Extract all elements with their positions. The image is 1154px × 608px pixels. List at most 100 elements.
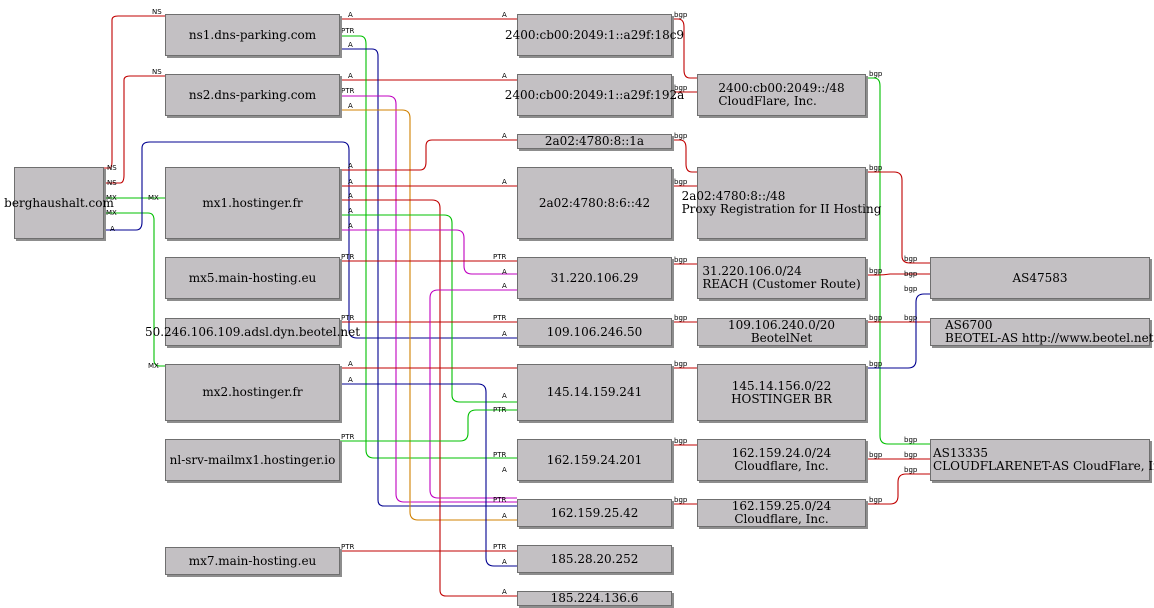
- edge-label-bgp: bgp: [904, 270, 918, 278]
- edge-mx1-a-ip6c: [340, 139, 517, 171]
- prefix-label: 109.106.240.0/20: [727, 318, 836, 332]
- edge-label-a: A: [348, 11, 353, 19]
- edge-label-bgp: bgp: [904, 314, 918, 322]
- edge-hz6-as: [866, 171, 930, 264]
- prefix-label: 162.159.25.0/24: [731, 499, 832, 513]
- edge-label-a: A: [502, 588, 507, 596]
- edge-label-a: A: [348, 41, 353, 49]
- edge-label-bgp: bgp: [674, 84, 688, 92]
- edge-label-a: A: [502, 268, 507, 276]
- edge-domain-mx2: [104, 212, 165, 367]
- edge-label-mx: MX: [106, 209, 117, 217]
- prefix-owner: CloudFlare, Inc.: [718, 94, 817, 108]
- edge-label-bgp: bgp: [869, 360, 883, 368]
- node-ip3[interactable]: 145.14.159.241: [517, 364, 672, 421]
- node-adsl[interactable]: 50.246.106.109.adsl.dyn.beotel.net: [145, 318, 360, 346]
- node-ip6c[interactable]: 2a02:4780:8::1a: [517, 134, 672, 149]
- edge-ns1-navy: [340, 48, 517, 507]
- edge-label-bgp: bgp: [869, 496, 883, 504]
- edge-label-bgp: bgp: [674, 132, 688, 140]
- node-ip6d[interactable]: 2a02:4780:8:6::42: [517, 167, 672, 239]
- edge-reach-as: [866, 273, 930, 276]
- edge-label-ptr: PTR: [493, 253, 506, 261]
- node-ip7[interactable]: 185.224.136.6: [517, 591, 672, 606]
- edge-label-ptr: PTR: [341, 27, 354, 35]
- edge-label-bgp: bgp: [904, 466, 918, 474]
- edge-label-bgp: bgp: [869, 70, 883, 78]
- edge-label-ptr: PTR: [341, 87, 354, 95]
- node-mx1[interactable]: mx1.hostinger.fr: [165, 167, 340, 239]
- edge-label-mx: MX: [148, 194, 159, 202]
- node-nlsrv[interactable]: nl-srv-mailmx1.hostinger.io: [165, 439, 340, 481]
- edge-label-ns: NS: [152, 68, 162, 76]
- edge-nlsrv-ptr: [340, 409, 517, 442]
- edge-domain-ns1: [104, 15, 165, 169]
- edge-domain-ns2: [104, 75, 165, 184]
- edge-label-ns: NS: [107, 164, 117, 172]
- node-ip1[interactable]: 31.220.106.29: [517, 257, 672, 299]
- edge-cf25-as: [866, 473, 930, 505]
- node-ip2[interactable]: 109.106.246.50: [517, 318, 672, 346]
- edge-label-bgp: bgp: [674, 11, 688, 19]
- edge-label-ptr: PTR: [493, 406, 506, 414]
- edge-label-a: A: [502, 72, 507, 80]
- edge-label-ptr: PTR: [341, 253, 354, 261]
- prefix-label: 2400:cb00:2049::/48: [718, 81, 845, 95]
- prefix-owner: BeotelNet: [750, 331, 813, 345]
- edge-label-a: A: [348, 178, 353, 186]
- prefix-owner: HOSTINGER BR: [731, 391, 832, 406]
- node-mx2[interactable]: mx2.hostinger.fr: [165, 364, 340, 421]
- edge-label-bgp: bgp: [904, 451, 918, 459]
- edge-label-bgp: bgp: [674, 314, 688, 322]
- edge-ns2-magenta: [340, 95, 517, 503]
- edge-ip6c-bgp: [672, 139, 697, 173]
- node-ip4[interactable]: 162.159.24.201: [517, 439, 672, 481]
- node-ip6b[interactable]: 2400:cb00:2049:1::a29f:192a: [505, 74, 684, 116]
- node-ns2[interactable]: ns2.dns-parking.com: [165, 74, 340, 116]
- node-ip6[interactable]: 185.28.20.252: [517, 545, 672, 573]
- node-as47583[interactable]: AS47583: [930, 257, 1150, 299]
- prefix-owner: REACH (Customer Route): [702, 277, 861, 291]
- edge-label-ns: NS: [152, 8, 162, 16]
- edge-label-a: A: [502, 558, 507, 566]
- edge-label-mx: MX: [106, 194, 117, 202]
- edge-ns1-green: [340, 35, 517, 459]
- edge-label-mx: MX: [148, 362, 159, 370]
- edge-label-bgp: bgp: [674, 496, 688, 504]
- edge-label-a: A: [502, 466, 507, 474]
- edge-label-a: A: [348, 162, 353, 170]
- edge-label-a: A: [348, 376, 353, 384]
- edge-label-ptr: PTR: [493, 496, 506, 504]
- node-domain[interactable]: berghaushalt.com: [4, 167, 114, 239]
- edge-label-ptr: PTR: [341, 314, 354, 322]
- node-ns1[interactable]: ns1.dns-parking.com: [165, 14, 340, 56]
- edge-label-a: A: [502, 132, 507, 140]
- as-name: CLOUDFLARENET-AS CloudFlare, Inc.: [933, 459, 1154, 473]
- edge-label-bgp: bgp: [674, 256, 688, 264]
- edge-label-a: A: [502, 11, 507, 19]
- node-mx7[interactable]: mx7.main-hosting.eu: [165, 547, 340, 575]
- prefix-owner: Cloudflare, Inc.: [734, 459, 829, 473]
- edge-label-ptr: PTR: [493, 314, 506, 322]
- edge-ip6a-bgp: [672, 18, 697, 79]
- node-ip5[interactable]: 162.159.25.42: [517, 499, 672, 527]
- prefix-label: 162.159.24.0/24: [731, 446, 832, 460]
- edge-label-bgp: bgp: [869, 164, 883, 172]
- edge-label-a: A: [502, 392, 507, 400]
- edge-cf6-as: [866, 77, 930, 445]
- edge-label-ptr: PTR: [341, 433, 354, 441]
- node-mx5[interactable]: mx5.main-hosting.eu: [165, 257, 340, 299]
- node-ip6a[interactable]: 2400:cb00:2049:1::a29f:18c9: [505, 14, 684, 56]
- as-name: BEOTEL-AS http://www.beotel.net: [945, 331, 1154, 345]
